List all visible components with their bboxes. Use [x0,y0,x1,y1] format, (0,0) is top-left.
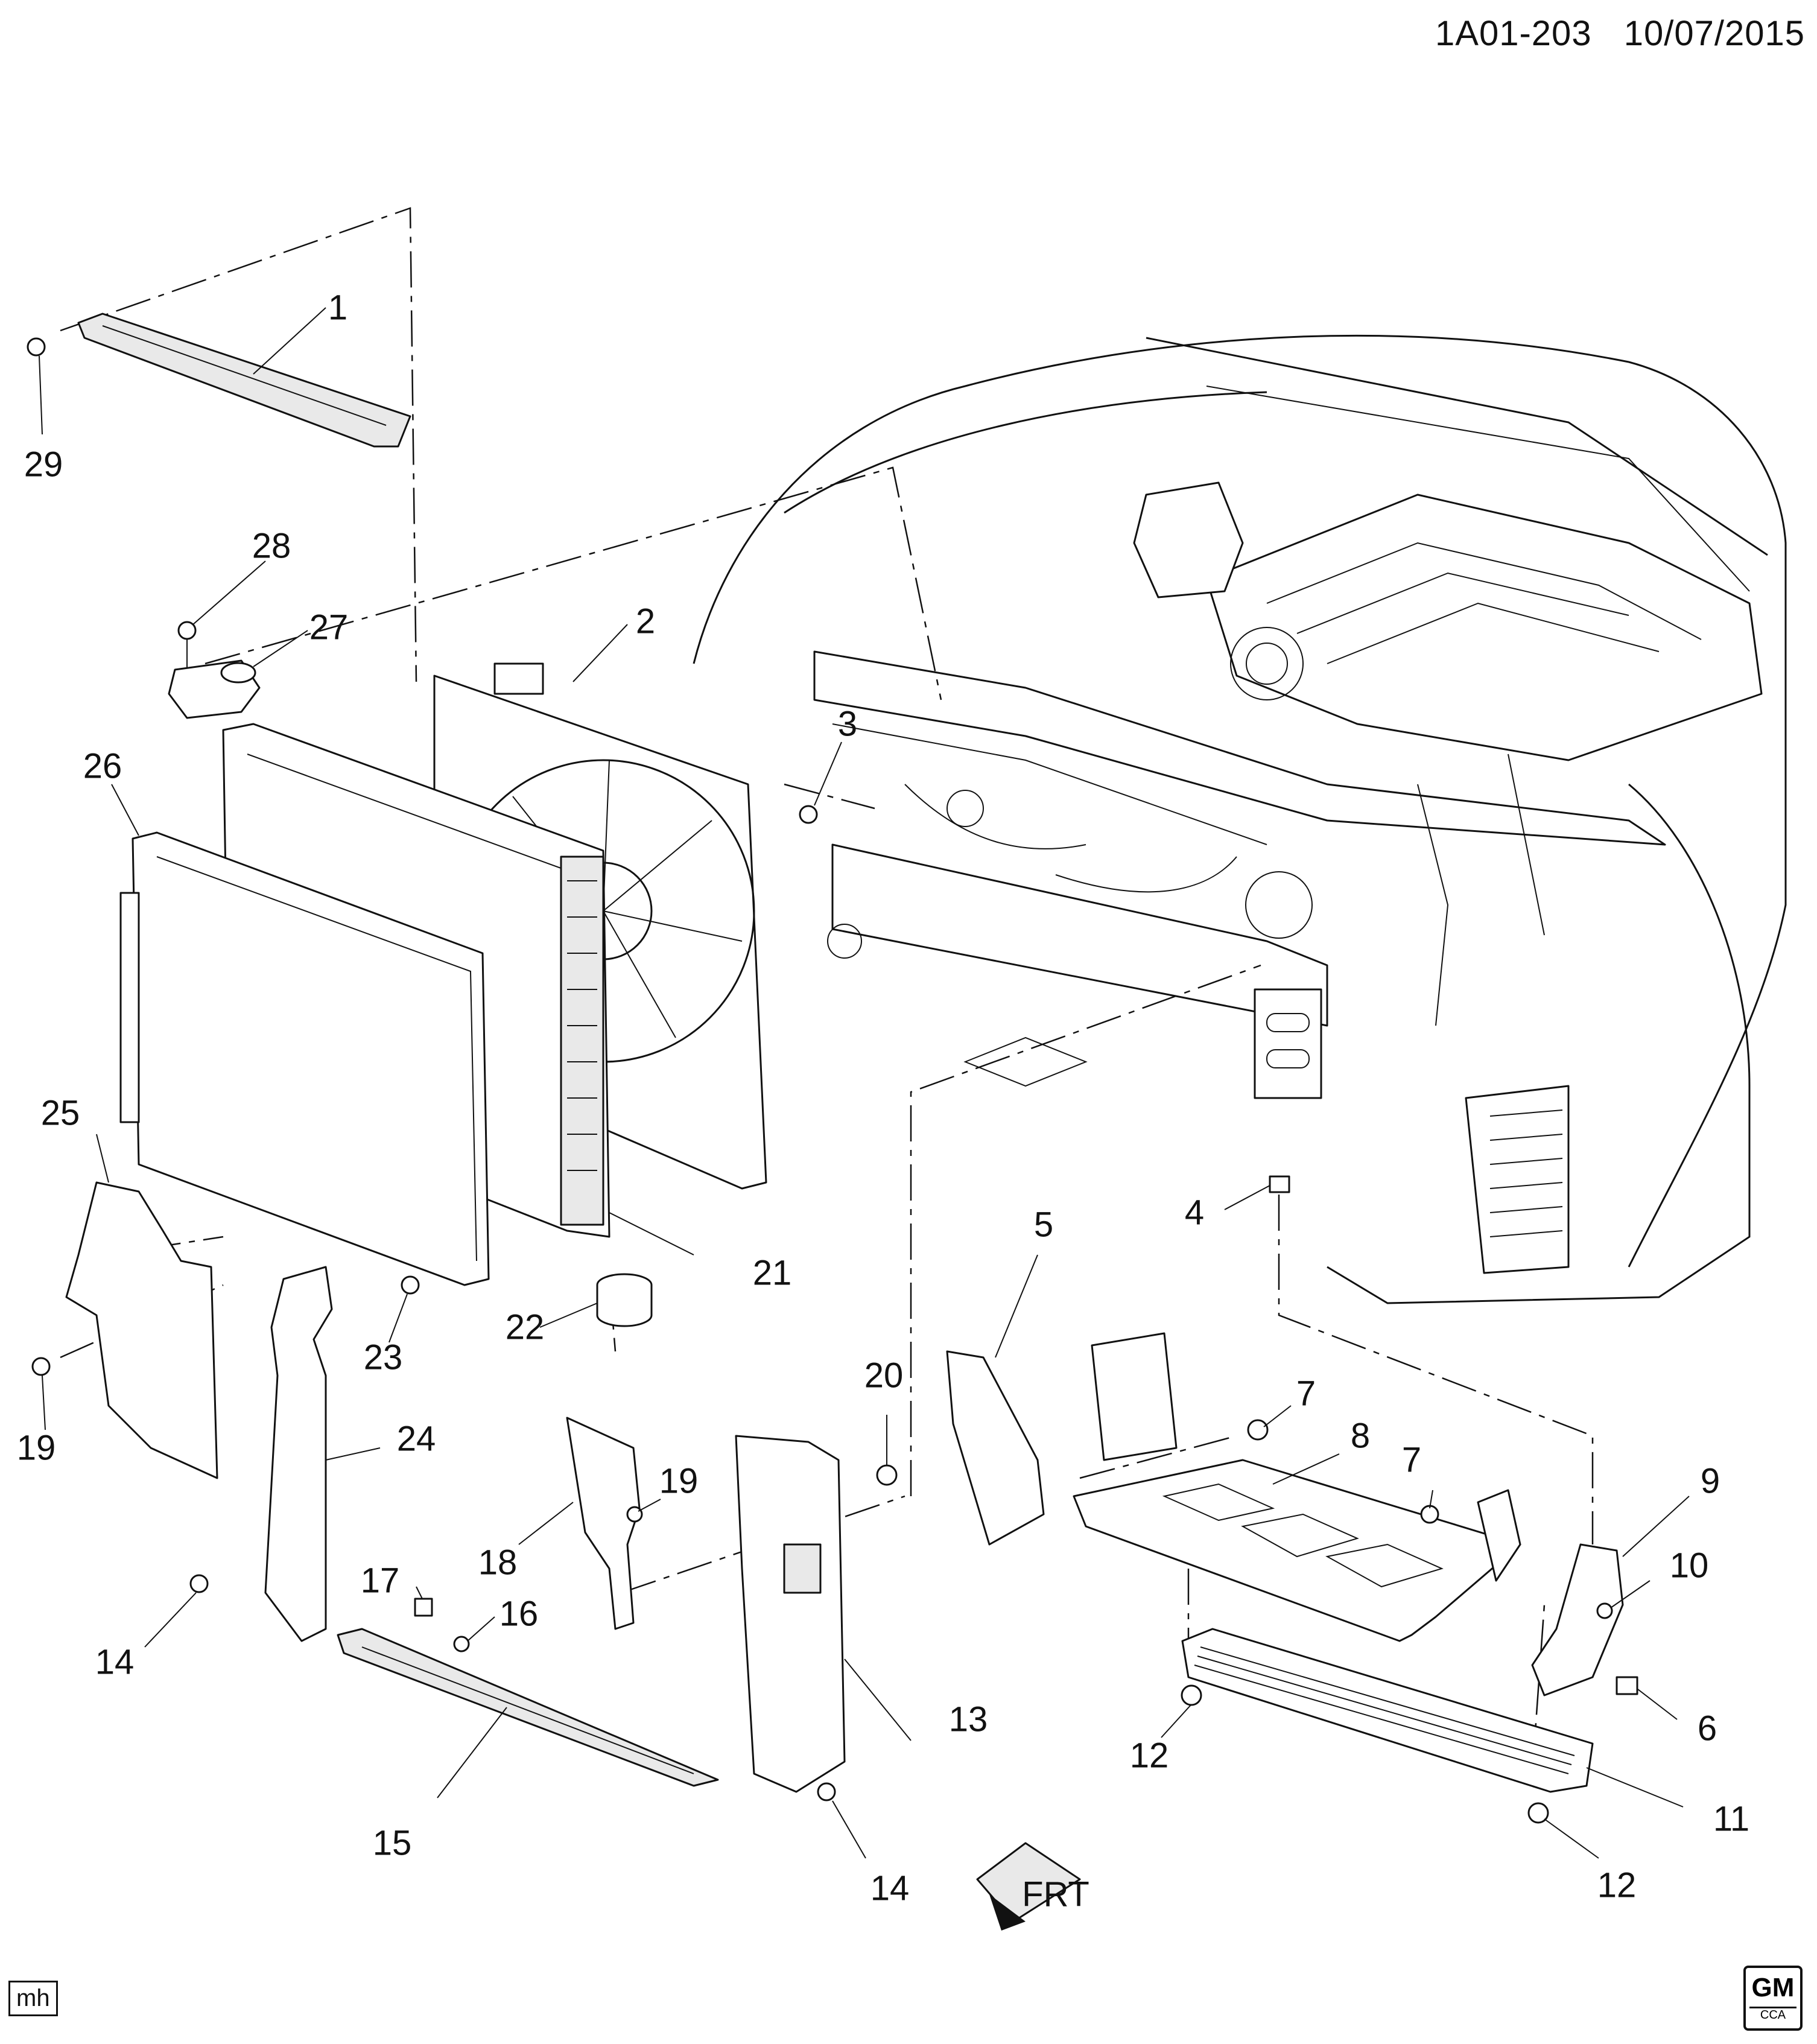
part-25-side-air-baffle [65,1181,218,1479]
part-23-bolt [401,1275,420,1295]
callout-2: 2 [636,602,655,641]
part-20-nut [876,1464,898,1486]
diagram-header: 1A01-203 10/07/2015 [1413,13,1805,54]
part-9-bracket [1531,1543,1624,1696]
part-10-nut [1596,1602,1613,1619]
part-14-bolt-right [817,1782,836,1801]
part-26-condenser [119,831,490,1286]
part-22-lower-insulator [596,1273,653,1327]
callout-3: 3 [838,705,857,744]
part-3-bolt [799,805,818,824]
part-14-bolt-left [189,1574,209,1593]
part-17-nut [414,1598,433,1617]
gm-logo-sub: CCA [1749,2007,1796,2022]
callout-8: 8 [1351,1417,1370,1456]
callout-27: 27 [309,608,349,647]
callout-14b: 14 [870,1869,910,1908]
front-direction-indicator: FRT [976,1842,1089,1931]
gm-logo: GM CCA [1743,1966,1803,2031]
callout-5: 5 [1034,1205,1053,1245]
callout-17: 17 [361,1561,400,1601]
part-24-left-vertical-baffle [264,1266,333,1642]
callout-18: 18 [478,1543,518,1582]
callout-12b: 12 [1597,1866,1637,1905]
part-5-bracket [946,1350,1045,1546]
callout-11: 11 [1713,1800,1749,1839]
callout-13: 13 [949,1700,988,1739]
part-12-insulator-right [1527,1802,1549,1824]
callout-12a: 12 [1130,1736,1169,1776]
callout-21: 21 [753,1254,792,1293]
part-7-bolt-lower [1420,1505,1439,1524]
part-1-upper-baffle [77,313,411,448]
callout-29: 29 [24,445,63,484]
callout-25: 25 [41,1094,80,1133]
callout-24: 24 [397,1420,436,1459]
callout-22: 22 [506,1308,545,1347]
callout-28: 28 [252,527,291,566]
callout-10: 10 [1670,1546,1709,1585]
callout-7a: 7 [1296,1374,1316,1414]
diagram-date: 10/07/2015 [1623,14,1805,53]
callout-7b: 7 [1402,1441,1421,1480]
callout-15: 15 [373,1824,412,1863]
part-27-upper-insulator-bracket [168,659,261,719]
callout-numbers: 1 2 3 4 5 6 7 7 8 9 10 11 12 12 13 14 14… [17,288,1749,1908]
part-12-insulator-left [1181,1684,1202,1706]
callout-19a: 19 [17,1429,56,1468]
part-19-push-pin-left [31,1357,51,1376]
callout-20: 20 [864,1356,904,1395]
callout-16: 16 [499,1595,539,1634]
part-19-push-pin-center [626,1506,643,1523]
callout-23: 23 [364,1338,403,1377]
callout-9: 9 [1701,1462,1720,1501]
callout-6: 6 [1698,1709,1717,1748]
callout-19b: 19 [659,1462,699,1501]
part-13-right-vertical-baffle [735,1435,846,1793]
part-29-push-pin [27,337,46,357]
callout-4: 4 [1185,1193,1204,1233]
part-8-underbody-shield [1073,1332,1521,1642]
illustrator-initials: mh [8,1981,58,2016]
part-6-clip [1616,1676,1638,1695]
part-4-clip [1269,1175,1290,1193]
part-18-air-deflector [566,1417,641,1630]
part-15-lower-air-baffle [337,1628,719,1787]
front-label: FRT [1022,1875,1089,1914]
callout-leaders [39,307,1690,1859]
callout-14a: 14 [95,1643,135,1682]
engine-bay-illustration [693,334,1787,1304]
gm-logo-text: GM [1751,1973,1795,2002]
callout-1: 1 [328,288,347,328]
callout-26: 26 [83,747,122,786]
part-7-nut-upper [1247,1419,1269,1441]
part-16-push-pin [453,1636,470,1652]
part-11-oil-cooler [1181,1628,1594,1793]
diagram-code: 1A01-203 [1435,14,1592,53]
